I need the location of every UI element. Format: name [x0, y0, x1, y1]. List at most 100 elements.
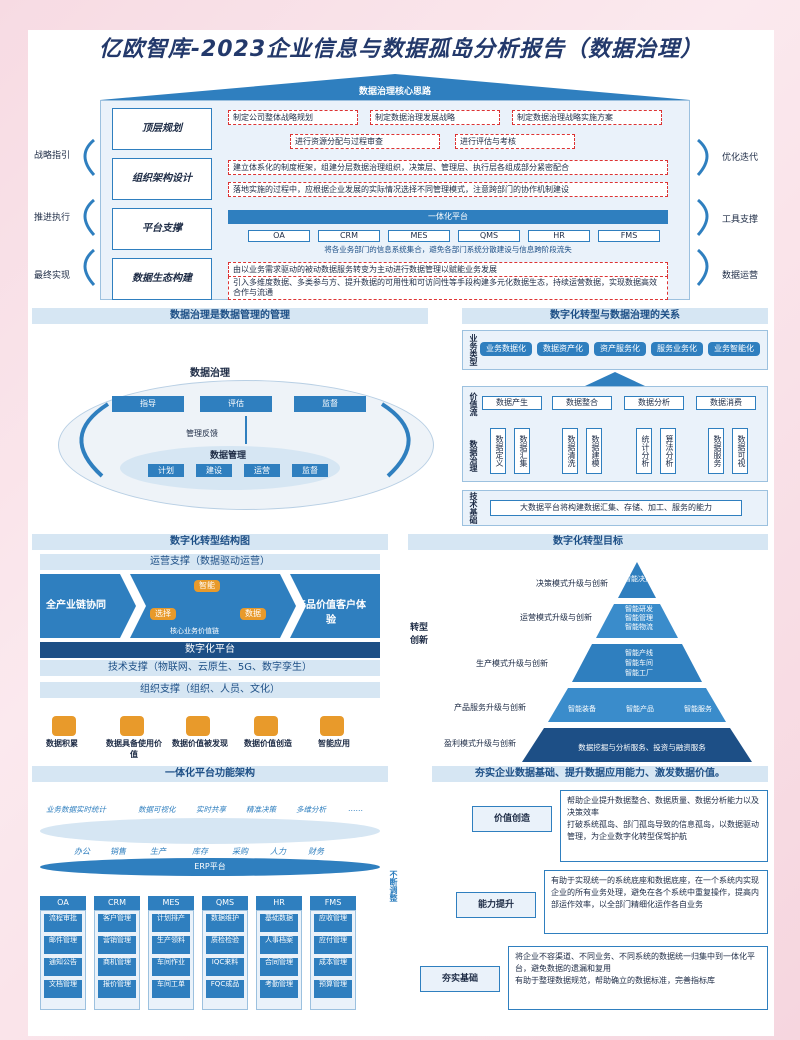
- plat-system-item: 邮件管理: [44, 936, 82, 954]
- core-row-platform-label: 平台支撑: [112, 208, 212, 250]
- core-roof-shape: [100, 74, 690, 100]
- struct-org: 组织支撑（组织、人员、文化）: [40, 682, 380, 698]
- core-header: 数据治理核心思路: [358, 87, 431, 97]
- rel-value-item: 数据产生: [482, 396, 542, 410]
- rel-gov-item: 数据汇集: [514, 428, 530, 474]
- goal-trans: 转型创新: [410, 623, 429, 646]
- core-right-arrows-icon: [696, 138, 709, 287]
- plat-tag: ……: [348, 804, 363, 813]
- base-row-label: 夯实基础: [420, 966, 500, 992]
- plat-system-item: 营销管理: [98, 936, 136, 954]
- app-icon: [320, 716, 344, 736]
- plat-system-item: FQC成品: [206, 980, 244, 998]
- goal-item: 智能物流: [625, 623, 653, 631]
- core-left-label: 最终实现: [34, 271, 71, 281]
- plat-system-item: 生产领料: [152, 936, 190, 954]
- plat-system-item: 成本管理: [314, 958, 352, 976]
- rel-gov-item: 数据清洗: [562, 428, 578, 474]
- goal-item: 智能装备: [568, 705, 596, 713]
- goal-level: 运营模式升级与创新: [520, 613, 592, 622]
- plat-system-item: 质检检验: [206, 936, 244, 954]
- core-system: HR: [528, 230, 590, 242]
- goal-level: 生产模式升级与创新: [476, 659, 548, 668]
- plat-system-name: OA: [40, 896, 86, 910]
- page-title: 亿欧智库-2023企业信息与数据孤岛分析报告（数据治理）: [98, 37, 704, 62]
- struct-step: 数据价值创造: [244, 739, 292, 748]
- goal-item: 智能管理: [625, 614, 653, 622]
- plat-system-item: 考勤管理: [260, 980, 298, 998]
- struct-header: 数字化转型结构图: [32, 534, 388, 550]
- gov-mgmt-title: 数据管理: [210, 451, 247, 461]
- goal-item: 智能决策: [624, 575, 652, 583]
- plat-system-item: 应收管理: [314, 914, 352, 932]
- gov-feedback: 管理反馈: [186, 429, 218, 438]
- base-row-item: 有助于实现统一的系统底座和数据底座，在一个系统内实现企业的所有业务处理，避免在各…: [551, 876, 759, 909]
- core-left-label: 战略指引: [34, 151, 71, 161]
- core-item: 由以业务需求驱动的被动数据服务转变为主动进行数据管理以赋能业务发展: [228, 262, 668, 277]
- core-item: 制定公司整体战略规划: [228, 110, 358, 125]
- struct-chevrons: [40, 574, 380, 638]
- rel-up-arrow-icon: [585, 372, 645, 386]
- gov-item: 监督: [294, 396, 366, 412]
- core-right-label: 数据运营: [722, 271, 759, 281]
- core-item: 落地实施的过程中，应根据企业发展的实际情况选择不同管理模式，注意跨部门的协作机制…: [228, 182, 668, 197]
- plat-system-item: 应付管理: [314, 936, 352, 954]
- plat-system-item: 计划排产: [152, 914, 190, 932]
- plat-system-item: 文档管理: [44, 980, 82, 998]
- gov-mgmt-item: 计划: [148, 464, 184, 477]
- core-system: QMS: [458, 230, 520, 242]
- gov-header: 数据治理是数据管理的管理: [32, 308, 428, 324]
- plat-tag: 精准决策: [246, 805, 276, 814]
- plat-system-name: QMS: [202, 896, 248, 910]
- plat-ellipse: [40, 818, 380, 844]
- struct-platform: 数字化平台: [40, 642, 380, 658]
- rel-biz-item: 资产服务化: [594, 342, 646, 356]
- plat-tag: 数据可视化: [138, 805, 176, 814]
- core-system: FMS: [598, 230, 660, 242]
- plat-system-name: HR: [256, 896, 302, 910]
- rel-value-item: 数据分析: [624, 396, 684, 410]
- core-item: 制定数据治理发展战略: [370, 110, 500, 125]
- struct-ops: 运营支撑（数据驱动运营）: [40, 554, 380, 570]
- plat-tag: 业务数据实时统计: [46, 805, 106, 814]
- core-item: 制定数据治理战略实施方案: [512, 110, 662, 125]
- goal-level: 产品服务升级与创新: [454, 703, 526, 712]
- base-row-item: 有助于整理数据规范，帮助确立的数据标准，完善指标库: [515, 976, 715, 985]
- base-row-text: 将企业不容渠道、不同业务、不同系统的数据统一归集中到一体化平台，避免数据的遗漏和…: [508, 946, 768, 1010]
- core-system: OA: [248, 230, 310, 242]
- plat-system-item: IQC来料: [206, 958, 244, 976]
- plat-system-item: 报价管理: [98, 980, 136, 998]
- gov-mgmt-item: 监督: [292, 464, 328, 477]
- struct-select: 选择: [150, 608, 176, 620]
- plat-system-item: 基础数据: [260, 914, 298, 932]
- base-row-text: 帮助企业提升数据整合、数据质量、数据分析能力以及决策效率打破系统孤岛、部门孤岛导…: [560, 790, 768, 862]
- goal-item: 智能工厂: [625, 669, 653, 677]
- plat-system-item: 商机管理: [98, 958, 136, 976]
- gov-title: 数据治理: [190, 368, 230, 379]
- struct-step: 数据具备使用价值: [106, 739, 162, 759]
- core-left-arrows-icon: [83, 138, 96, 287]
- rel-gov-item: 数据服务: [708, 428, 724, 474]
- rel-biz-item: 业务智能化: [708, 342, 760, 356]
- goal-item: 智能服务: [684, 705, 712, 713]
- gov-cycle-arrows-icon: [79, 402, 411, 478]
- plat-header: 一体化平台功能架构: [32, 766, 388, 782]
- rel-gov-label: 数据治理: [469, 440, 478, 472]
- base-row-label: 价值创造: [472, 806, 552, 832]
- struct-right: 产品价值客户体验: [296, 600, 366, 626]
- plat-func: 办公: [74, 847, 90, 856]
- rel-value-item: 数据整合: [552, 396, 612, 410]
- core-row-org-label: 组织架构设计: [112, 158, 212, 200]
- goal-header: 数字化转型目标: [408, 534, 768, 550]
- gov-item: 评估: [200, 396, 272, 412]
- struct-step: 数据积累: [46, 739, 78, 748]
- plat-func: 库存: [192, 847, 208, 856]
- core-row-eco-label: 数据生态构建: [112, 258, 212, 300]
- plat-side: 不断调整: [389, 870, 398, 902]
- struct-step: 智能应用: [318, 739, 350, 748]
- struct-left: 全产业链协同: [46, 600, 106, 611]
- plat-system-item: 通知公告: [44, 958, 82, 976]
- magnifier-icon: [186, 716, 210, 736]
- core-item: 进行资源分配与过程审查: [290, 134, 440, 149]
- goal-item: 智能车间: [625, 659, 653, 667]
